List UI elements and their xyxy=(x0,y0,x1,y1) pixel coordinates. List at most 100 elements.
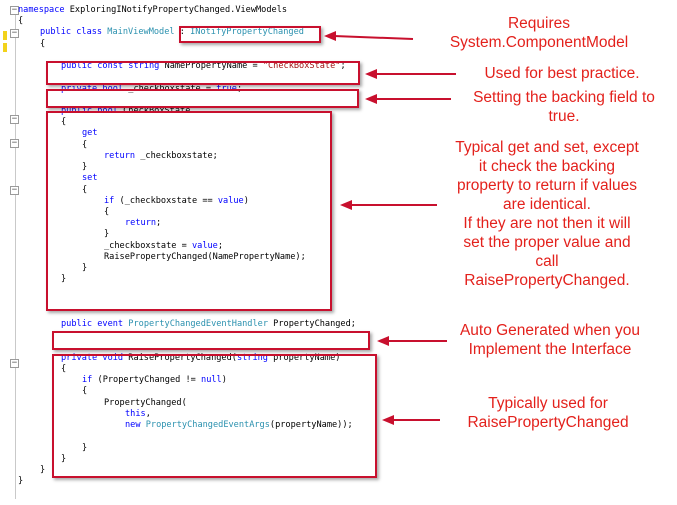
code-token: ) xyxy=(221,375,227,386)
code-token: NamePropertyName = xyxy=(159,61,263,72)
code-token: ; xyxy=(156,218,162,229)
code-line: { xyxy=(18,16,23,27)
code-token: PropertyChangedEventArgs xyxy=(145,420,270,431)
code-token: if xyxy=(82,375,93,386)
code-line: if (PropertyChanged != null) xyxy=(82,375,227,386)
code-token: return xyxy=(104,150,136,161)
code-line: public event PropertyChangedEventHandler… xyxy=(61,319,356,330)
code-token: CheckBoxState xyxy=(117,105,191,116)
code-line: } xyxy=(61,274,66,285)
code-token: if xyxy=(104,195,115,206)
code-token: } xyxy=(61,453,67,464)
code-line: } xyxy=(82,263,87,274)
interface-highlight-box xyxy=(179,26,321,43)
code-line: { xyxy=(104,207,109,218)
code-line: private bool _checkboxstate = true; xyxy=(61,84,242,95)
code-line: return; xyxy=(125,218,161,229)
code-token: set xyxy=(82,173,98,184)
code-token: ; xyxy=(236,83,243,94)
code-line: return _checkboxstate; xyxy=(104,151,218,162)
code-token: } xyxy=(61,274,67,285)
field-highlight-box xyxy=(46,89,359,108)
code-token: _checkboxstate = xyxy=(104,240,192,251)
code-line: { xyxy=(40,39,45,50)
code-token: (PropertyChanged != xyxy=(92,375,202,386)
collapse-toggle-namespace[interactable]: − xyxy=(10,5,19,15)
code-token: RaisePropertyChanged( xyxy=(123,352,237,363)
code-token: INotifyPropertyChanged xyxy=(190,27,304,38)
code-line: } xyxy=(61,454,66,465)
code-token: { xyxy=(82,139,88,150)
code-token: public xyxy=(61,61,93,72)
code-line: set xyxy=(82,173,98,184)
code-token: { xyxy=(61,364,67,375)
code-token: return xyxy=(125,218,157,229)
method-highlight-box xyxy=(52,354,377,478)
collapse-toggle-class[interactable]: − xyxy=(10,28,19,38)
const-annotation: Used for best practice. xyxy=(458,64,666,83)
annotation-line: Auto Generated when you xyxy=(459,322,641,339)
code-token: ; xyxy=(340,61,346,72)
code-line: { xyxy=(61,117,66,128)
code-token: public xyxy=(40,27,72,38)
annotation-line: it check the backing xyxy=(478,158,616,175)
code-line: private void RaisePropertyChanged(string… xyxy=(61,353,340,364)
annotation-line: true. xyxy=(548,108,580,125)
code-token: } xyxy=(104,229,110,240)
collapse-toggle-setter[interactable]: − xyxy=(10,185,19,195)
code-token: { xyxy=(40,38,46,49)
event-annotation: Auto Generated when you Implement the In… xyxy=(436,321,664,359)
code-token: true xyxy=(216,83,237,94)
code-token: this xyxy=(125,408,146,419)
annotation-line: Setting the backing field to xyxy=(473,89,655,106)
code-token: propertyName) xyxy=(267,352,341,363)
annotation-line: Used for best practice. xyxy=(484,65,640,82)
code-line: { xyxy=(82,140,87,151)
code-token: ) xyxy=(243,195,249,206)
code-line: } xyxy=(18,476,23,487)
code-token: ExploringINotifyPropertyChanged.ViewMode… xyxy=(64,5,288,15)
annotation-line: If they are not then it will xyxy=(463,215,631,232)
code-token: null xyxy=(201,375,222,386)
annotation-line: property to return if values xyxy=(456,177,638,194)
code-token: bool xyxy=(102,83,124,94)
code-token: string xyxy=(236,352,268,363)
annotation-line: Typical get and set, except xyxy=(455,139,639,156)
code-token: ; xyxy=(217,240,224,251)
code-token: { xyxy=(18,16,24,27)
code-token: private xyxy=(61,83,98,94)
code-line: this, xyxy=(125,409,151,420)
change-marker xyxy=(3,43,7,52)
code-line: new PropertyChangedEventArgs(propertyNam… xyxy=(125,420,353,431)
code-token: } xyxy=(82,162,88,173)
code-token: const xyxy=(97,61,124,72)
collapse-toggle-method[interactable]: − xyxy=(10,358,19,368)
code-line: } xyxy=(40,465,45,476)
code-token: RaisePropertyChanged(NamePropertyName); xyxy=(104,251,306,262)
code-line: if (_checkboxstate == value) xyxy=(104,196,249,207)
annotation-line: Implement the Interface xyxy=(468,341,632,358)
code-line: public bool CheckBoxState xyxy=(61,106,190,117)
code-token: , xyxy=(145,408,151,419)
collapse-toggle-property[interactable]: − xyxy=(10,114,19,124)
collapse-toggle-getter[interactable]: − xyxy=(10,138,19,148)
code-token: value xyxy=(191,240,218,251)
code-line: } xyxy=(82,162,87,173)
code-token: } xyxy=(82,442,88,453)
code-line: { xyxy=(61,364,66,375)
code-token: PropertyChangedEventHandler xyxy=(128,319,268,330)
const-highlight-box xyxy=(46,61,360,85)
method-annotation: Typically used for RaisePropertyChanged xyxy=(440,394,656,432)
outline-gutter xyxy=(15,9,16,499)
code-line: { xyxy=(82,386,87,397)
code-token: private xyxy=(61,352,98,363)
code-token: public xyxy=(61,319,93,330)
code-token: public xyxy=(61,105,93,116)
change-marker xyxy=(3,31,7,40)
code-line: get xyxy=(82,128,98,139)
annotation-line: Requires xyxy=(507,15,571,32)
